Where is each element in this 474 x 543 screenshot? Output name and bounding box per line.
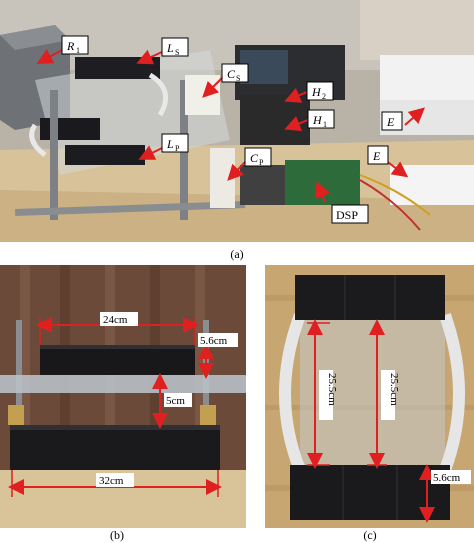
svg-text:S: S <box>175 48 179 57</box>
lp-arrow <box>138 145 163 160</box>
svg-text:5cm: 5cm <box>166 395 185 407</box>
label-r1: R 1 <box>61 35 89 55</box>
r1-arrow <box>36 49 63 64</box>
svg-text:1: 1 <box>323 120 327 129</box>
cp-arrow <box>227 161 246 181</box>
top-magnets <box>295 275 445 320</box>
label-cs: C S <box>221 63 249 83</box>
label-ls: L S <box>161 37 189 57</box>
power-supply-bottom <box>390 165 474 205</box>
coil-left-winding <box>279 312 306 473</box>
panel-a-photo: R 1 L S C S L P C P H 2 H 1 E E DSP <box>0 0 474 242</box>
svg-text:5.6cm: 5.6cm <box>200 335 228 347</box>
h1-arrow <box>284 116 309 131</box>
cs-capacitor-board <box>185 75 220 115</box>
ls-magnets <box>75 57 160 79</box>
acrylic-plate <box>0 375 246 393</box>
svg-text:S: S <box>236 74 240 83</box>
label-e2: E <box>367 145 389 165</box>
dim-24cm-label: 24cm <box>100 312 138 326</box>
label-lp: L P <box>161 133 189 153</box>
svg-text:1: 1 <box>76 46 80 55</box>
svg-text:32cm: 32cm <box>99 475 124 487</box>
caption-a: (a) <box>230 247 244 261</box>
dim-5-6cm-label-c: 5.6cm <box>431 470 471 484</box>
svg-text:E: E <box>372 149 381 163</box>
panel-b-photo: 24cm 5.6cm 5cm 32cm <box>0 265 246 528</box>
svg-text:C: C <box>227 67 236 81</box>
caption-c: (c) <box>363 528 377 542</box>
caption-b: (b) <box>110 528 124 542</box>
bottom-magnet-block <box>10 425 220 470</box>
label-h2: H 2 <box>306 81 334 101</box>
h2-arrow <box>284 87 308 103</box>
panel-c-photo: 25.5cm 25.5cm 5.6cm <box>265 265 474 528</box>
panel-c-scene: 25.5cm 25.5cm 5.6cm <box>265 265 474 528</box>
coil-right-winding <box>439 313 465 473</box>
svg-text:24cm: 24cm <box>103 314 128 326</box>
svg-text:H: H <box>311 85 322 99</box>
dim-32cm-label: 32cm <box>96 473 134 487</box>
svg-text:2: 2 <box>322 92 326 101</box>
lp-magnets <box>65 145 145 165</box>
dim-center-25-5cm-label: 25.5cm <box>381 370 400 420</box>
svg-text:R: R <box>66 39 75 53</box>
dim-5-6cm-label: 5.6cm <box>198 333 238 347</box>
dsp-arrow <box>315 181 330 203</box>
label-h1: H 1 <box>307 109 335 129</box>
svg-text:L: L <box>166 41 174 55</box>
cs-arrow <box>202 77 223 98</box>
svg-text:L: L <box>166 137 174 151</box>
svg-text:E: E <box>386 115 395 129</box>
svg-text:5.6cm: 5.6cm <box>433 472 461 484</box>
ls-arrow <box>136 49 163 65</box>
dim-5cm-label: 5cm <box>164 393 192 407</box>
svg-text:25.5cm: 25.5cm <box>326 373 338 406</box>
svg-text:C: C <box>250 151 259 165</box>
e1-arrow <box>404 107 425 126</box>
dim-left-25-5cm-label: 25.5cm <box>319 370 338 420</box>
svg-text:DSP: DSP <box>336 208 358 222</box>
label-cp: C P <box>244 147 272 167</box>
label-e1: E <box>381 111 403 131</box>
panel-b-scene: 24cm 5.6cm 5cm 32cm <box>0 265 246 528</box>
svg-text:P: P <box>259 158 264 167</box>
svg-text:P: P <box>175 144 180 153</box>
svg-text:25.5cm: 25.5cm <box>388 373 400 406</box>
panel-a-scene: R 1 L S C S L P C P H 2 H 1 E E DSP <box>0 0 474 242</box>
label-dsp: DSP <box>331 204 369 224</box>
svg-text:H: H <box>312 113 323 127</box>
top-magnet-block <box>40 345 195 375</box>
h-bridge-boards <box>240 95 310 145</box>
